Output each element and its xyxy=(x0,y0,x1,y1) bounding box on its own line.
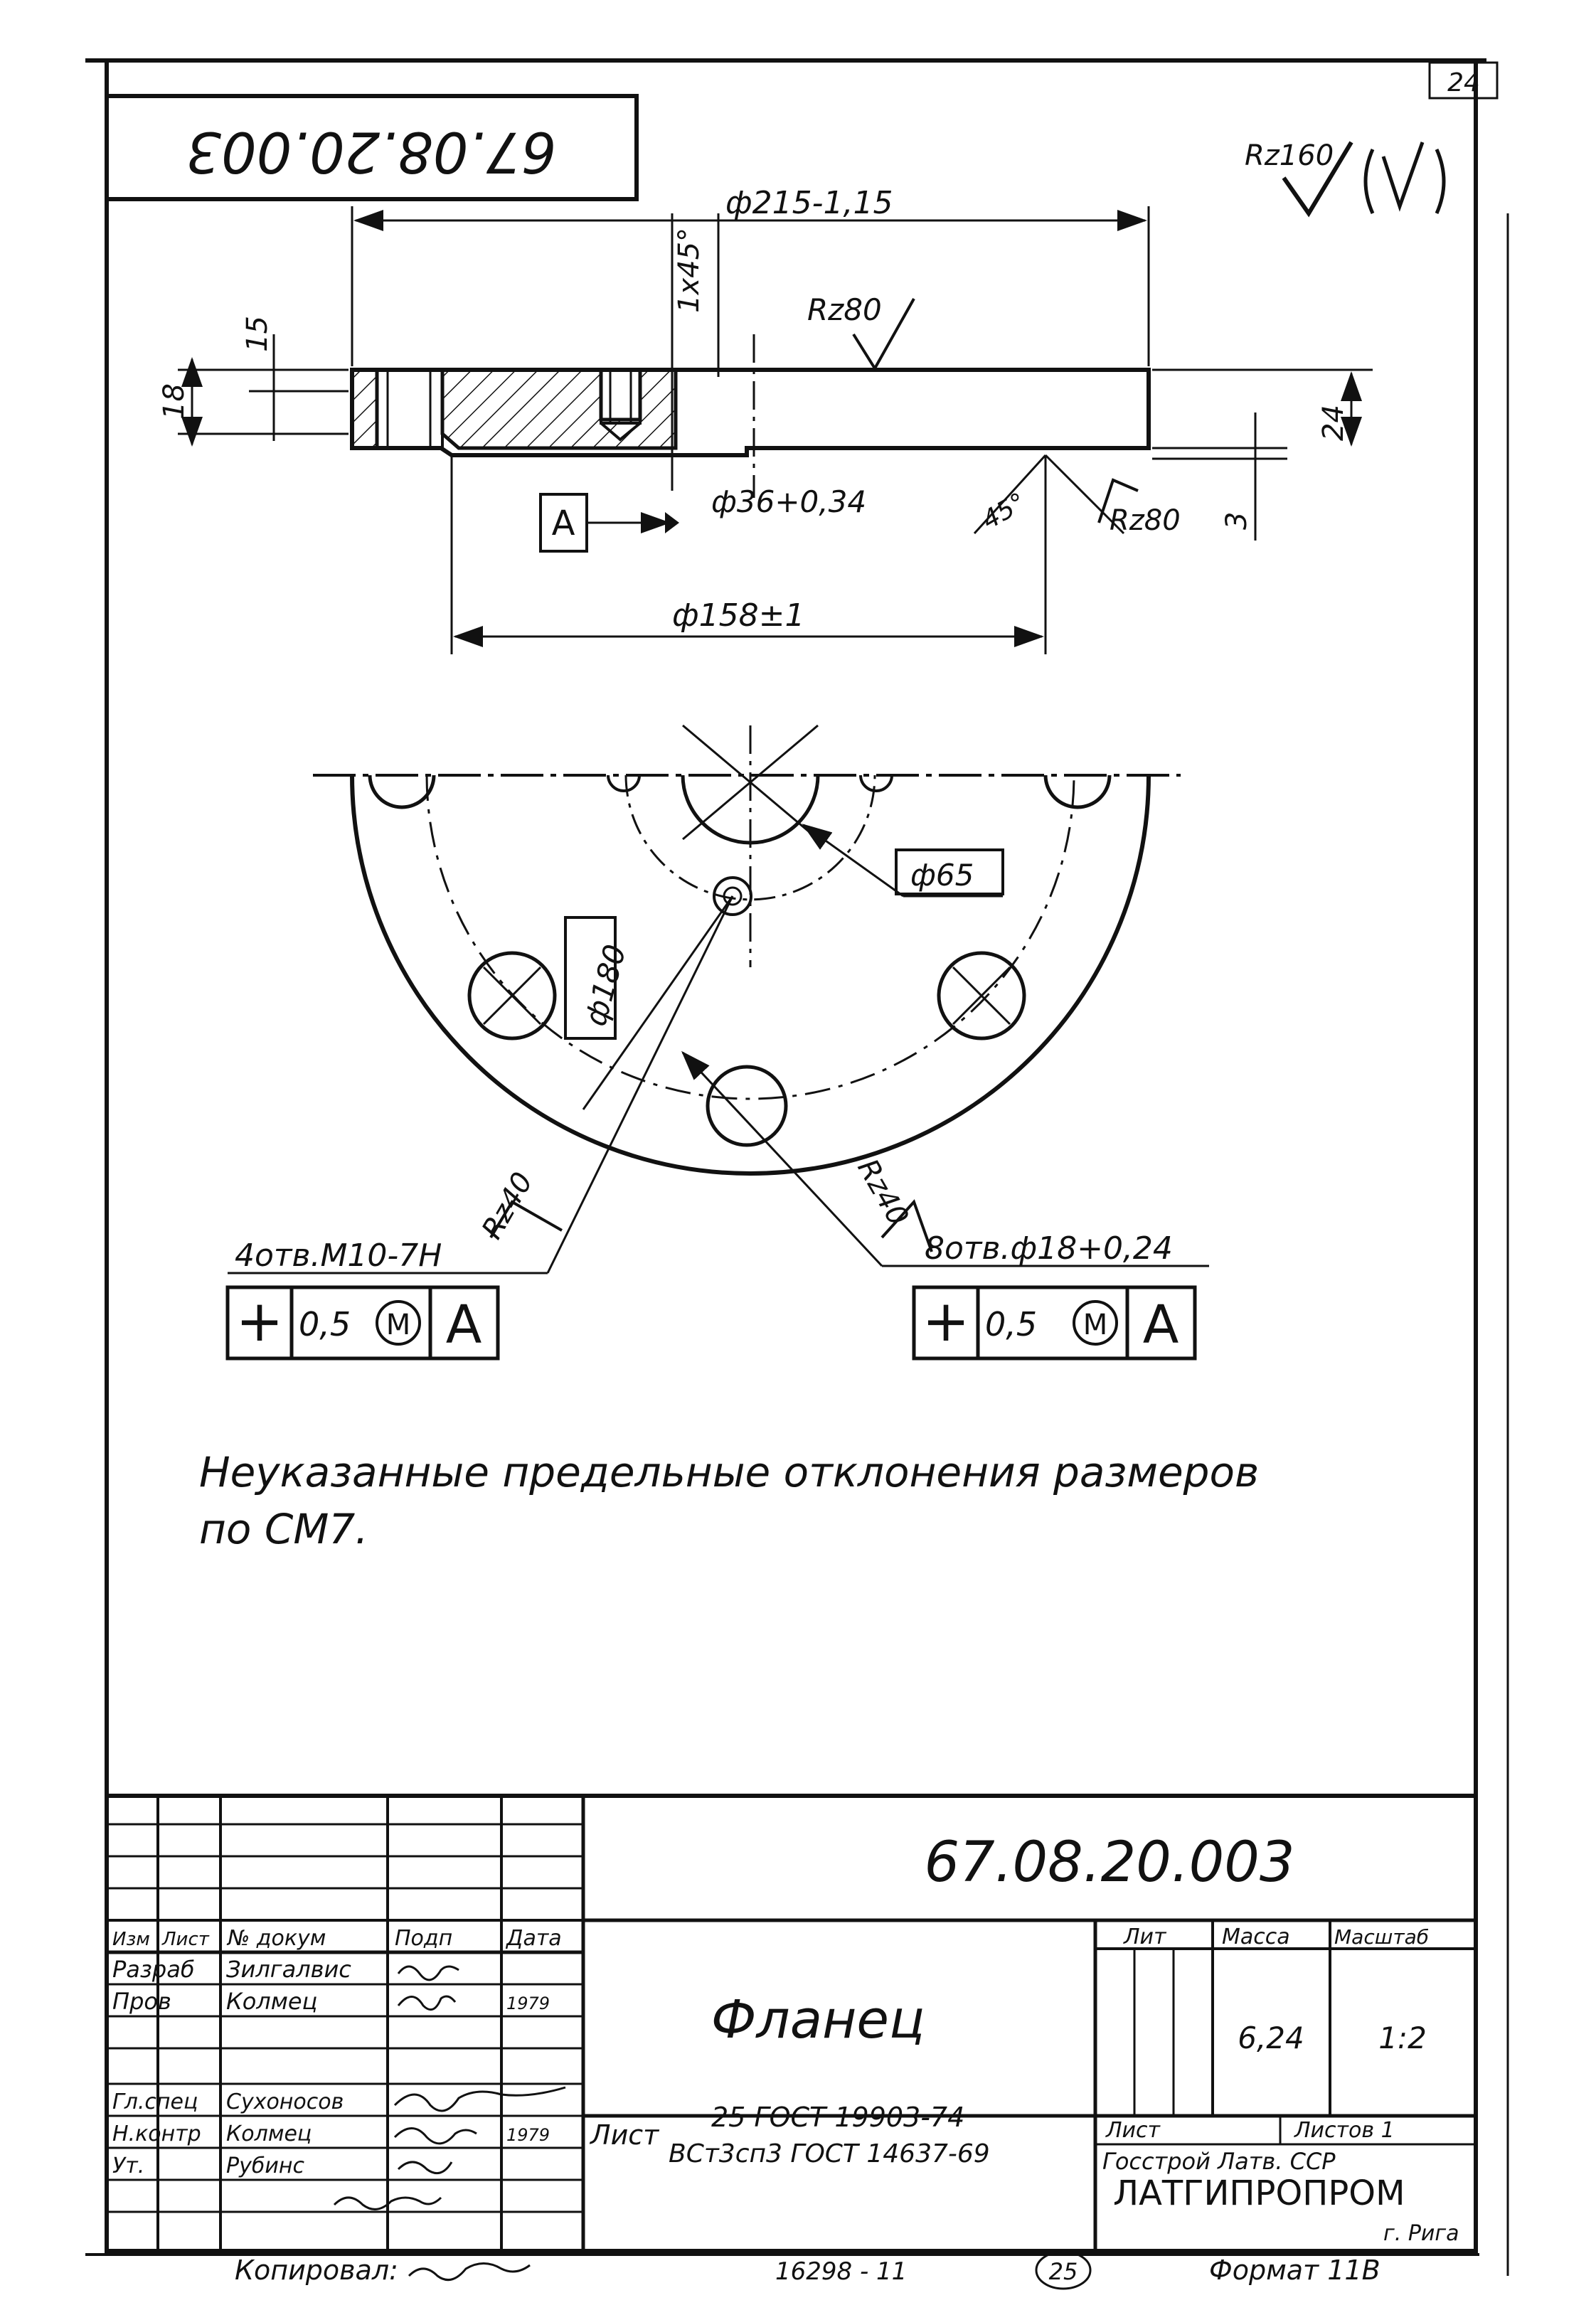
designation-rotated-text: 67.08.20.003 xyxy=(186,119,556,183)
hole-callout-right: 8отв.ф18+0,24 + 0,5 M A xyxy=(912,1230,1197,1361)
col-header-doc: № докум xyxy=(226,1926,326,1951)
dim-180-box: ф180 xyxy=(564,916,633,1040)
section-dimensions xyxy=(178,206,1373,654)
col-header-date: Дата xyxy=(505,1926,562,1951)
copier-signature xyxy=(408,2262,531,2282)
scale-label: Масштаб xyxy=(1334,1925,1429,1949)
fcf-left-datum: A xyxy=(446,1294,482,1356)
sheet-number: 24 xyxy=(1447,68,1480,97)
name-3: Сухоносов xyxy=(226,2090,344,2114)
footer-page: 25 xyxy=(1049,2258,1078,2285)
date-1: 1979 xyxy=(506,1994,550,2013)
sheets-label: Листов 1 xyxy=(1294,2118,1395,2143)
role-3: Гл.спец xyxy=(112,2090,198,2114)
hole-label-left: 4отв.М10-7Н xyxy=(235,1238,442,1274)
fcf-left-symbol: + xyxy=(235,1288,283,1354)
sheet-label: Лист xyxy=(1105,2118,1161,2143)
col-header-sign: Подп xyxy=(395,1926,452,1951)
title-roles: Разраб Зилгалвис Пров Колмец 1979 Гл.спе… xyxy=(112,1956,550,2178)
dim-3: 3 xyxy=(1220,512,1253,530)
role-1: Пров xyxy=(112,1988,171,2015)
dim-angle-45: 45° xyxy=(977,487,1031,535)
designation-box-rotated: 67.08.20.003 xyxy=(105,94,639,201)
org-line-1: Госстрой Латв. ССР xyxy=(1102,2148,1336,2175)
dim-215: ф215-1,15 xyxy=(725,185,893,221)
hole-label-right: 8отв.ф18+0,24 xyxy=(925,1230,1173,1267)
hole-callout-left: 4отв.М10-7Н + 0,5 M A xyxy=(225,1238,500,1361)
fcf-right-tolerance: 0,5 xyxy=(985,1305,1037,1343)
name-1: Колмец xyxy=(226,1988,317,2015)
col-header-izm: Изм xyxy=(112,1929,150,1950)
note-line-1: Неуказанные предельные отклонения размер… xyxy=(199,1448,1259,1496)
rz80-side-text: Rz80 xyxy=(1110,504,1181,537)
rz40-left-text: Rz40 xyxy=(476,1167,540,1245)
dim-36: ф36+0,34 xyxy=(711,484,866,519)
footer-copied: Копировал: xyxy=(235,2255,398,2286)
dim-24: 24 xyxy=(1317,405,1350,441)
name-0: Зилгалвис xyxy=(226,1956,351,1983)
note-line-2: по СМ7. xyxy=(199,1505,368,1553)
title-block-grid xyxy=(105,1794,1478,2253)
dim-158: ф158±1 xyxy=(672,597,804,634)
date-4: 1979 xyxy=(506,2125,550,2145)
scale-value: 1:2 xyxy=(1378,2021,1427,2055)
dim-15: 15 xyxy=(241,316,274,352)
role-0: Разраб xyxy=(112,1956,195,1983)
title-col-headers: Изм Лист № докум Подп Дата xyxy=(112,1926,562,1951)
role-4: Н.контр xyxy=(112,2122,201,2146)
roughness-general-text: Rz160 xyxy=(1245,139,1334,172)
datum-a-text: A xyxy=(552,504,575,543)
fcf-left-modifier: M xyxy=(386,1309,411,1341)
fcf-right-modifier: M xyxy=(1083,1309,1108,1341)
signatures xyxy=(333,1965,566,2210)
rz80-top-text: Rz80 xyxy=(807,292,882,327)
org-city: г. Рига xyxy=(1383,2221,1459,2246)
title-part-name: Фланец xyxy=(711,1989,925,2050)
dim-65-text: ф65 xyxy=(910,858,974,893)
rz40-right-text: Rz40 xyxy=(851,1154,915,1231)
footer-page-oval xyxy=(1035,2250,1092,2290)
name-5: Рубинс xyxy=(226,2154,304,2178)
fcf-right-symbol: + xyxy=(922,1288,969,1354)
material-line-1: 25 ГОСТ 19903-74 xyxy=(711,2102,964,2133)
plan-view xyxy=(228,724,1209,1274)
datum-a-box: A xyxy=(539,493,679,553)
name-4: Колмец xyxy=(226,2122,312,2146)
dim-chamfer: 1x45° xyxy=(673,228,706,313)
mass-value: 6,24 xyxy=(1238,2021,1304,2055)
mass-label: Масса xyxy=(1222,1925,1290,1949)
section-view xyxy=(350,334,1151,498)
fcf-left-tolerance: 0,5 xyxy=(299,1305,351,1343)
dim-65-box: ф65 xyxy=(895,848,1004,895)
sheet-number-box: 24 xyxy=(1428,61,1499,100)
dim-180-text: ф180 xyxy=(578,941,632,1030)
roughness-rz80-side: Rz80 xyxy=(1097,478,1181,537)
col-header-list: Лист xyxy=(161,1929,210,1950)
lit-label: Лит xyxy=(1123,1925,1167,1949)
roughness-rz80-top: Rz80 xyxy=(807,292,915,371)
title-designation: 67.08.20.003 xyxy=(924,1831,1294,1895)
material-line-2: ВСт3сп3 ГОСТ 14637-69 xyxy=(669,2139,990,2168)
material-prefix: Лист xyxy=(589,2119,660,2151)
dim-18: 18 xyxy=(158,383,191,420)
footer-doc-number: 16298 - 11 xyxy=(775,2257,907,2286)
roughness-symbol-general: Rz160 xyxy=(1245,139,1446,218)
org-line-2: ЛАТГИПРОПРОМ xyxy=(1113,2173,1405,2213)
fcf-right-datum: A xyxy=(1143,1294,1179,1356)
footer-format: Формат 11В xyxy=(1209,2255,1380,2286)
role-5: Ут. xyxy=(112,2154,144,2178)
